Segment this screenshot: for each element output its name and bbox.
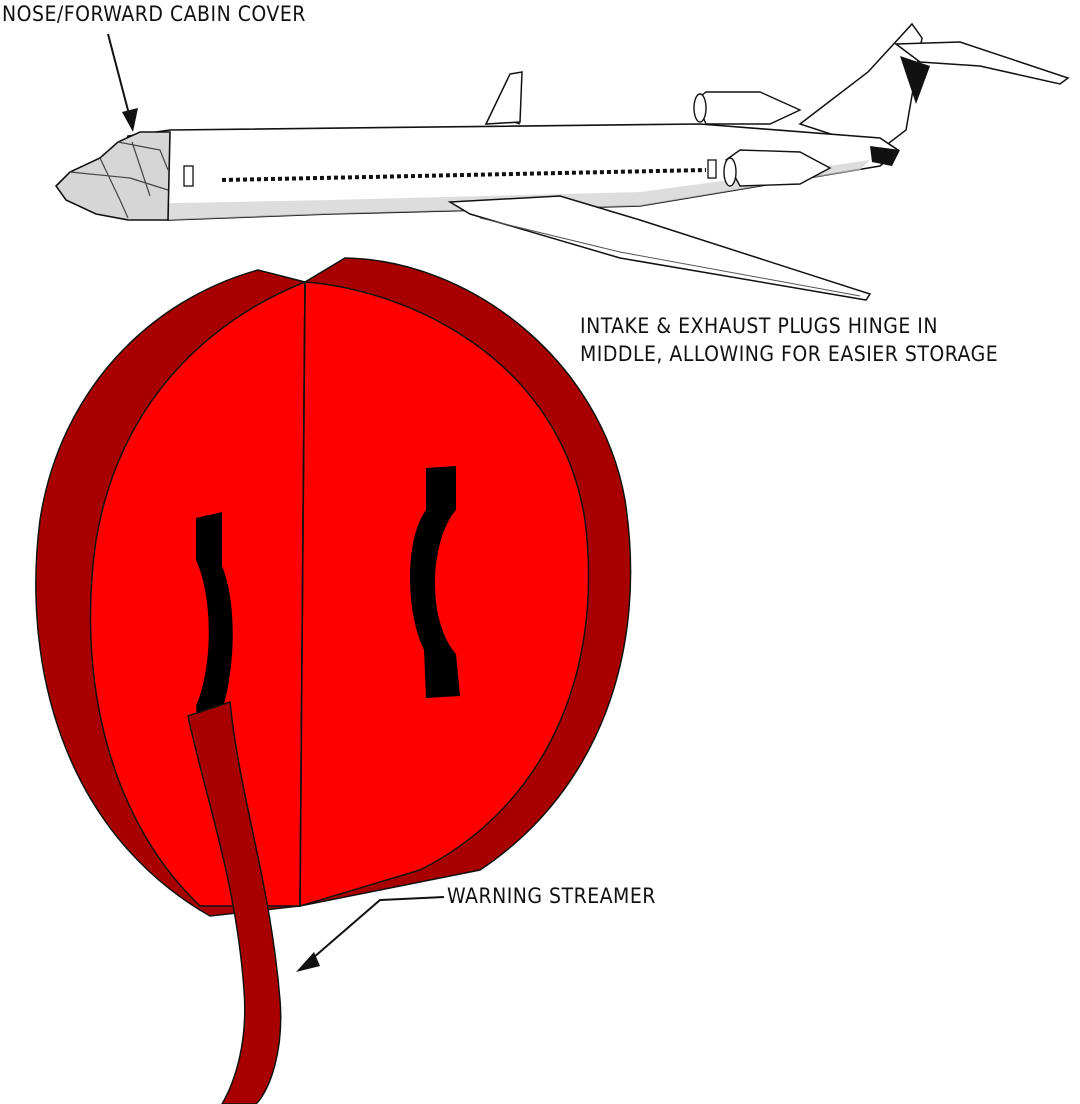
aircraft-engine-lower [725,149,832,187]
intake-exhaust-plug [35,257,632,1104]
aircraft-engine-upper-intake [693,93,707,123]
plug-note-line-1: INTAKE & EXHAUST PLUGS HINGE IN [580,314,938,338]
aircraft-near-wing [447,195,872,301]
aircraft-dorsal-fin [484,71,523,125]
aircraft-engine-lower-intake [723,157,737,187]
aircraft-fuselage-shading [128,160,870,220]
plug-left-handle [196,512,233,752]
aircraft-tail-cone [870,146,900,166]
aircraft-horizontal-stabilizer [893,41,1070,85]
aircraft [54,22,1070,301]
plug-left-face [89,280,306,907]
aircraft-tail-fin [798,22,923,151]
aircraft-nose-cover-seams [69,141,169,219]
plug-right-handle [410,466,460,698]
aircraft-front-door [183,165,194,187]
nose-cover-label: NOSE/FORWARD CABIN COVER [2,2,306,26]
aircraft-rear-door [707,159,717,179]
warning-streamer-arrow [296,896,445,972]
warning-streamer-label: WARNING STREAMER [447,884,656,908]
aircraft-stabilizer-shadow [900,56,930,104]
nose-cover-arrow [107,33,138,132]
plug-right-face [299,281,590,908]
plug-note-line-2: MIDDLE, ALLOWING FOR EASIER STORAGE [580,342,999,366]
aircraft-windows [221,168,707,182]
aircraft-engine-upper [695,91,802,125]
aircraft-wing-flap-line [479,217,861,297]
plug-hinge-line [299,281,306,907]
